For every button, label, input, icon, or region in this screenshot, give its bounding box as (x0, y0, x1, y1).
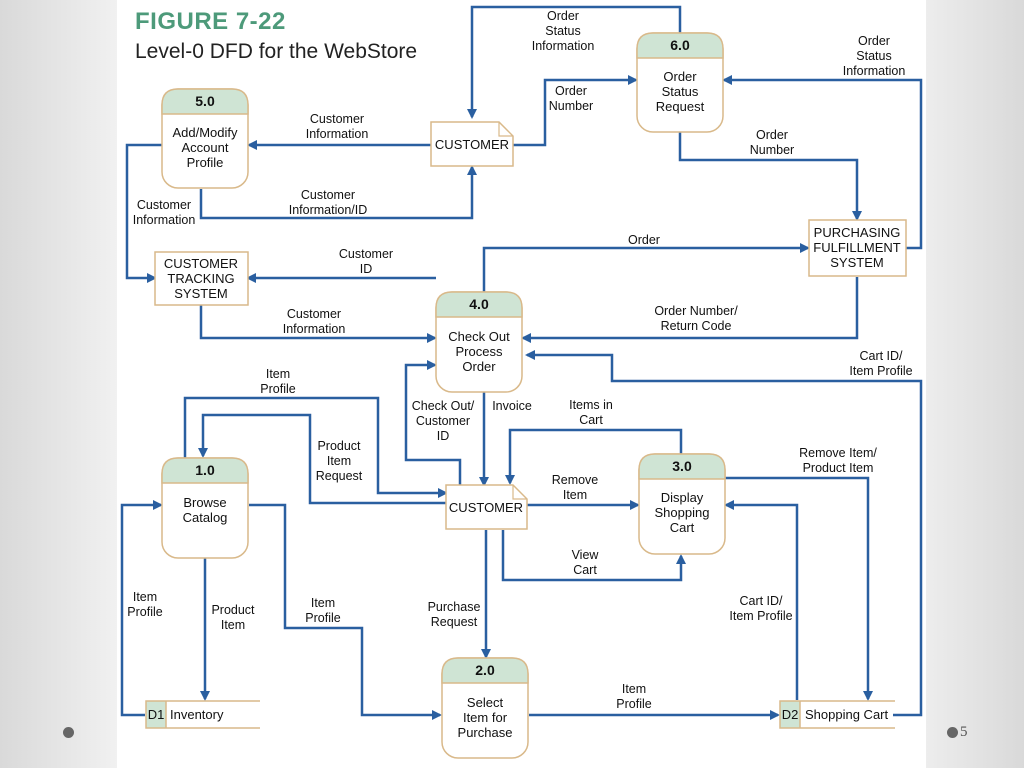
datastore-name: Shopping Cart (805, 707, 888, 722)
process-number: 1.0 (195, 462, 215, 478)
flow-line (521, 277, 859, 343)
flow-label: Cart ID/Item Profile (849, 349, 912, 378)
flow-line (501, 530, 686, 582)
flow-label: Cart ID/Item Profile (729, 594, 792, 623)
flow-line (249, 503, 442, 720)
slide-bullet-dot-right (947, 727, 958, 738)
flow-line (678, 132, 862, 221)
entity-label: CUSTOMER (449, 500, 523, 515)
flow-label: Remove Item/Product Item (799, 446, 877, 475)
flow-line (120, 500, 163, 717)
flow-line (125, 143, 162, 283)
flow-line (198, 413, 446, 505)
flow-line (467, 5, 682, 119)
process-number: 3.0 (672, 458, 692, 474)
process-number: 6.0 (670, 37, 690, 53)
flow-line (505, 428, 683, 485)
flow-line (722, 75, 923, 250)
entity-customer-middle: CUSTOMER (445, 484, 528, 530)
datastore-inventory: D1 Inventory (145, 700, 260, 729)
flow-label: Order (628, 233, 660, 247)
datastore-shopping-cart: D2 Shopping Cart (779, 700, 895, 729)
flow-line (183, 396, 448, 498)
process-number: 2.0 (475, 662, 495, 678)
process-number: 5.0 (195, 93, 215, 109)
flow-line (199, 305, 437, 343)
process-number: 4.0 (469, 296, 489, 312)
figure-title: FIGURE 7-22 (135, 8, 286, 35)
datastore-code: D2 (782, 707, 799, 722)
flow-line (482, 243, 810, 292)
flow-label: Invoice (492, 399, 532, 413)
flow-line (724, 500, 799, 700)
flow-label: Order Number/Return Code (654, 304, 738, 333)
slide-bullet-dot-left (63, 727, 74, 738)
flow-lines (120, 5, 923, 720)
flow-line (525, 350, 923, 717)
flow-line (199, 165, 477, 220)
figure-panel (117, 0, 926, 768)
flow-line (725, 476, 873, 701)
entity-label: CUSTOMER (435, 137, 509, 152)
datastore-name: Inventory (170, 707, 224, 722)
page-number: 5 (960, 724, 968, 740)
flow-line (513, 75, 638, 147)
entity-customer-top: CUSTOMER (430, 121, 514, 167)
flow-line (404, 360, 462, 485)
figure-caption: Level-0 DFD for the WebStore (135, 40, 418, 63)
datastore-code: D1 (148, 707, 165, 722)
